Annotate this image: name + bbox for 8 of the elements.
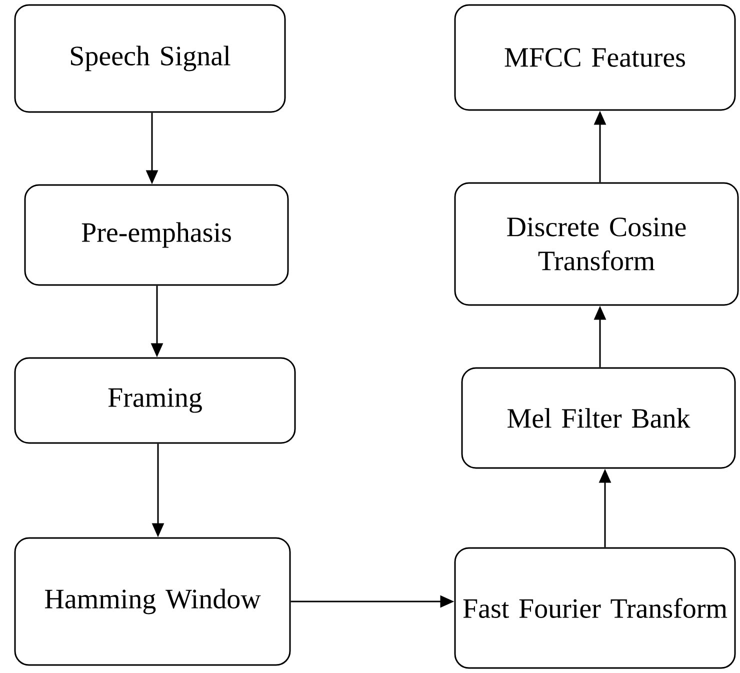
process-box: Pre-emphasis [24, 184, 289, 286]
process-box: Hamming Window [14, 537, 291, 666]
process-box: MFCC Features [454, 4, 736, 111]
process-box: Mel Filter Bank [461, 367, 736, 469]
process-box: Speech Signal [14, 4, 286, 113]
process-box: Discrete Cosine Transform [454, 182, 739, 306]
process-box: Fast Fourier Transform [454, 547, 736, 669]
process-box: Framing [14, 357, 296, 444]
